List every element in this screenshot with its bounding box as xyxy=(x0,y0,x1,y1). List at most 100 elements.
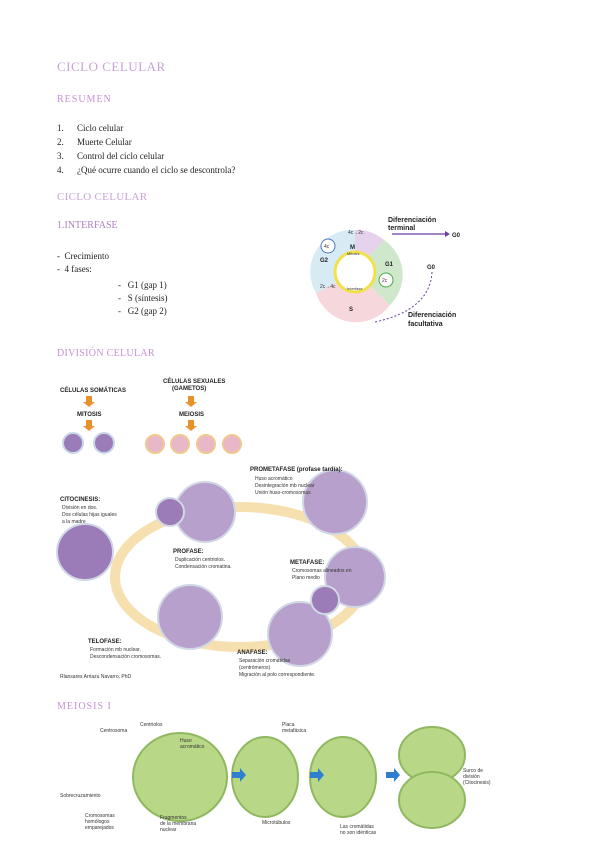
summary-list: 1.Ciclo celular 2.Muerte Celular 3.Contr… xyxy=(57,121,235,177)
g2-label: G2 xyxy=(320,258,329,264)
bullet-item: - 4 fases: xyxy=(57,264,92,274)
meiosis-heading: MEIOSIS I xyxy=(57,701,112,712)
meiosis-figure: Centrosoma Centriolos Huso acromático Pl… xyxy=(60,722,491,836)
2c-badge xyxy=(378,272,394,288)
prometafase-line: Unión huso-cromosomas xyxy=(255,490,311,496)
cromatidas-label: Las cromátidas xyxy=(340,824,374,830)
section-heading: CICLO CELULAR xyxy=(57,191,148,203)
metafase-cell xyxy=(324,546,386,608)
arrow-icon xyxy=(386,768,400,782)
meiosis-label: MEIOSIS xyxy=(179,412,204,418)
centriolos-label: Centriolos xyxy=(140,722,163,728)
microtubulos-label: Microtúbulos xyxy=(262,820,291,826)
gamete-cell xyxy=(145,434,165,454)
meiosis-cell xyxy=(132,732,228,822)
resumen-heading: RESUMEN xyxy=(57,94,112,105)
g0-label: G0 xyxy=(427,265,436,271)
g1-sector xyxy=(355,240,403,305)
cell-icon xyxy=(310,585,340,615)
4c-badge xyxy=(320,238,336,254)
4c-to-2c-label: 4c→2c xyxy=(348,230,364,236)
4c-label: 4c xyxy=(324,244,330,250)
anafase-cell xyxy=(267,601,333,667)
s-label: S xyxy=(349,307,353,313)
dif-terminal-label: terminal xyxy=(388,225,415,232)
phase-item: - G2 (gap 2) xyxy=(118,306,167,316)
arrow-icon xyxy=(83,420,95,431)
list-item: 3.Control del ciclo celular xyxy=(57,151,165,161)
gamete-cell xyxy=(170,434,190,454)
cell-icon xyxy=(155,497,185,527)
m-label: M xyxy=(350,245,355,251)
prometafase-line: Huso acromático xyxy=(255,476,293,482)
gamete-cell xyxy=(222,434,242,454)
arrow-icon xyxy=(185,396,197,407)
profase-line: Duplicación centriolos. xyxy=(175,557,225,563)
surco-label: división xyxy=(463,774,480,780)
anafase-line: (centrómeros) xyxy=(239,665,270,671)
telofase-line: Formación mb nuclear. xyxy=(90,647,141,653)
anafase-line: Migración al polo correspondiente. xyxy=(239,672,315,678)
interfase-ring xyxy=(333,250,377,294)
profase-title: PROFASE: xyxy=(173,549,204,555)
citocinesis-cell xyxy=(56,523,114,581)
prometafase-line: Desintegración mb nuclear xyxy=(255,483,315,489)
prometafase-title: PROMETAFASE (profase tardía): xyxy=(250,467,343,473)
fragmentos-label: de la membrana xyxy=(160,821,196,827)
fragmentos-label: Fragmentos xyxy=(160,815,187,821)
anafase-line: Separación cromátidas xyxy=(239,658,291,664)
arrow-head xyxy=(445,231,450,237)
metafase-title: METAFASE: xyxy=(290,560,324,566)
huso-label: Huso xyxy=(180,738,192,744)
anafase-title: ANAFASE: xyxy=(237,650,268,656)
sexuales-label: CÉLULAS SEXUALES xyxy=(163,377,225,385)
arrow-icon xyxy=(83,396,95,407)
cromosomas-label: homólogos xyxy=(85,819,110,825)
meiosis-cell xyxy=(398,771,466,829)
placa-label: metafásica xyxy=(282,728,306,734)
metafase-line: Cromosomas alineados en xyxy=(292,568,352,574)
somatic-cell xyxy=(93,432,115,454)
mitosis-label: MITOSIS xyxy=(77,412,102,418)
prometafase-cell xyxy=(302,469,368,535)
dif-facultativa-label: facultativa xyxy=(408,321,443,328)
citocinesis-line: Dos células hijas iguales xyxy=(62,512,117,518)
arrow-icon xyxy=(185,420,197,431)
list-item: 1.Ciclo celular xyxy=(57,123,124,133)
g0-label: G0 xyxy=(452,233,461,239)
centrosoma-label: Centrosoma xyxy=(100,728,127,734)
telofase-cell xyxy=(157,584,223,650)
metafase-line: Plano medio xyxy=(292,575,320,581)
2c-label: 2c xyxy=(382,278,388,284)
surco-label: (Citocinesis) xyxy=(463,780,491,786)
division-heading: DIVISIÓN CELULAR xyxy=(57,348,155,359)
fragmentos-label: nuclear xyxy=(160,827,177,833)
s-sector xyxy=(316,272,390,323)
citocinesis-line: División en dos. xyxy=(62,505,97,511)
cell-division-figure: CÉLULAS SOMÁTICAS CÉLULAS SEXUALES (GAME… xyxy=(56,377,386,680)
2c-to-4c-label: 2c→4c xyxy=(320,284,336,290)
cromosomas-label: emparejados xyxy=(85,825,114,831)
list-item: 4.¿Qué ocurre cuando el ciclo se descont… xyxy=(57,165,236,175)
phase-item: - S (síntesis) xyxy=(118,293,168,303)
arrow-icon xyxy=(310,768,324,782)
dif-terminal-label: Diferenciación xyxy=(388,217,436,224)
dif-facultativa-label: Diferenciación xyxy=(408,312,456,319)
arrow-icon xyxy=(232,768,246,782)
g1-label: G1 xyxy=(385,262,394,268)
cell-cycle-diagram: M Mitosis G1 G2 S 4c 2c 4c→2c 2c→4c Inte… xyxy=(310,217,461,328)
sobrecruzamiento-label: Sobrecruzamiento xyxy=(60,793,101,799)
surco-label: Surco de xyxy=(463,768,483,774)
profase-line: Condensación cromatina. xyxy=(175,564,232,570)
mitosis-label: Mitosis xyxy=(347,251,359,256)
citocinesis-title: CITOCINESIS: xyxy=(60,497,100,503)
huso-label: acromático xyxy=(180,744,205,750)
sexuales-label: (GAMETOS) xyxy=(172,386,206,392)
cromatidas-label: no son idénticas xyxy=(340,830,377,836)
page-title: CICLO CELULAR xyxy=(57,59,166,74)
bullet-item: - Crecimiento xyxy=(57,251,109,261)
telofase-line: Descondensación cromosomas. xyxy=(90,654,161,660)
interfase-heading: 1.INTERFASE xyxy=(57,220,118,231)
author-credit: Rlansares Arriazu Navarro, PhD xyxy=(60,674,132,680)
interfase-label: Interfase xyxy=(347,286,363,291)
